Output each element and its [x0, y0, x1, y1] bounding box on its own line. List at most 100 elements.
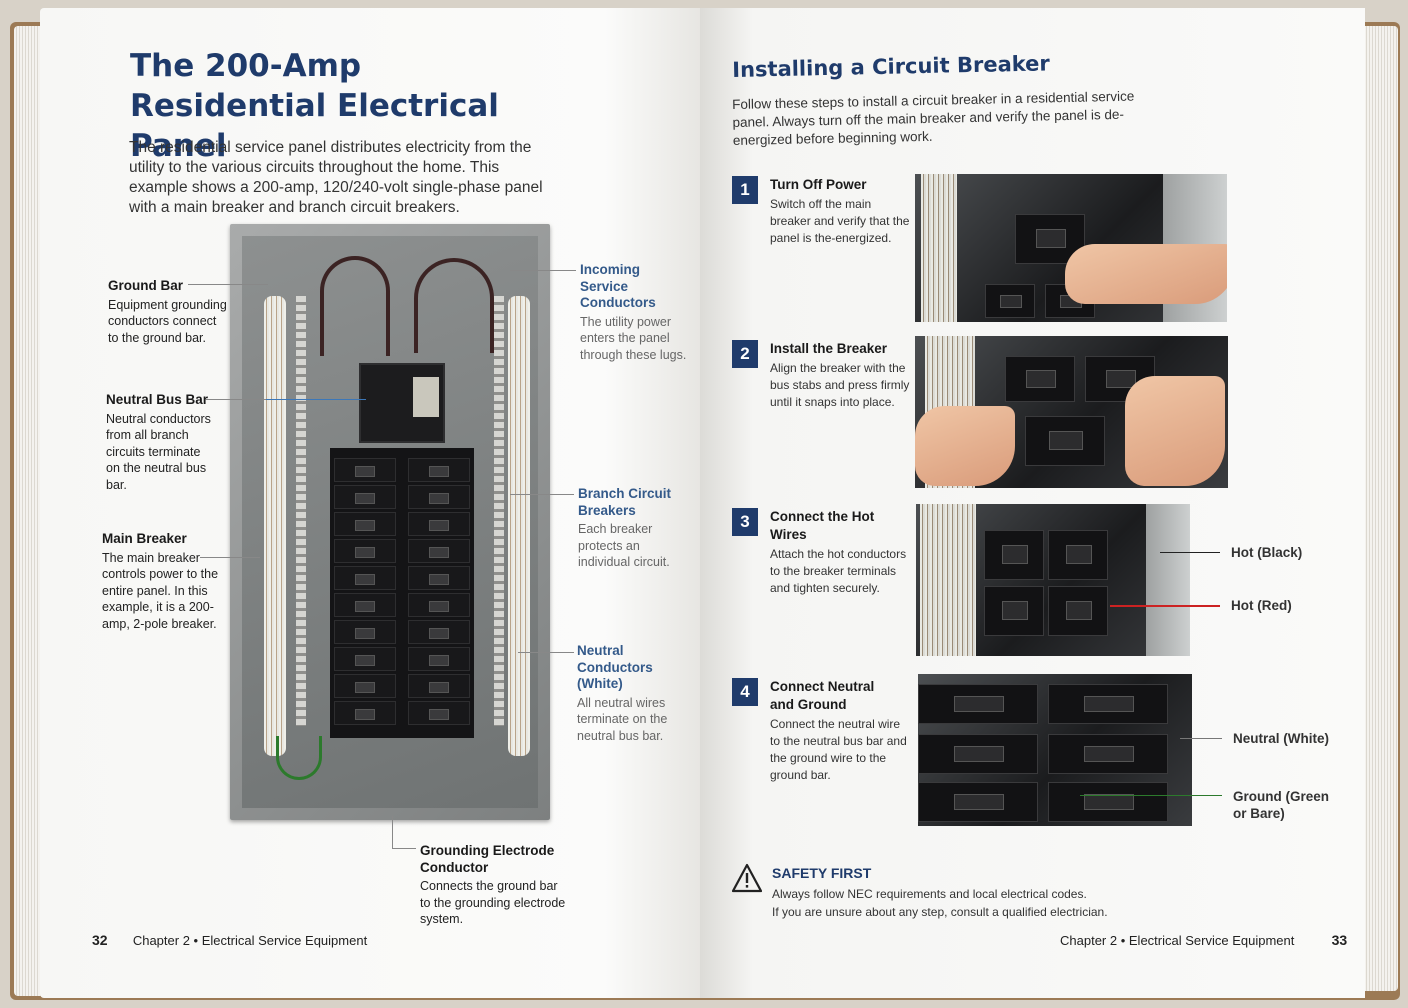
callout-heading: Neutral Bus Bar — [106, 392, 209, 407]
step-body: Connect the neutral wire to the neutral … — [770, 717, 907, 782]
callout-body: Equipment grounding conductors connect t… — [108, 297, 227, 345]
left-page: The 200-Amp Residential Electrical Panel… — [40, 8, 705, 998]
leader-line — [518, 652, 574, 653]
leader-line — [188, 284, 268, 285]
step-body: Align the breaker with the bus stabs and… — [770, 361, 910, 409]
branch-breaker — [334, 674, 396, 698]
leader-line — [510, 494, 574, 495]
callout-body: Connects the ground bar to the grounding… — [420, 879, 566, 926]
branch-breaker — [334, 485, 396, 509]
right-page: Installing a Circuit Breaker Follow thes… — [700, 8, 1365, 998]
service-conductor-right — [414, 258, 494, 353]
branch-breaker — [408, 458, 470, 482]
label-ground: Ground (Green or Bare) — [1233, 789, 1330, 821]
callout-heading: Branch Circuit Breakers — [578, 486, 672, 518]
callout-neutral-conductors: Neutral Conductors (White) All neutral w… — [577, 643, 687, 744]
step-number: 1 — [732, 176, 758, 204]
step-number: 3 — [732, 508, 758, 536]
ground-wire — [276, 736, 322, 780]
electrical-panel-illustration — [230, 224, 550, 820]
page-title: The 200-Amp Residential Electrical Panel — [130, 48, 499, 164]
callout-heading: Main Breaker — [102, 531, 187, 546]
footer-bullet: • — [1120, 933, 1129, 948]
service-conductor-left — [320, 256, 390, 356]
step-4: 4 Connect Neutral and Ground Connect the… — [732, 678, 912, 784]
footer-bullet: • — [193, 933, 202, 948]
photo-breaker — [1048, 530, 1108, 580]
page-number: 32 — [92, 932, 108, 948]
callout-branch-breakers: Branch Circuit Breakers Each breaker pro… — [578, 486, 678, 571]
photo-breaker — [1048, 782, 1168, 822]
safety-line-2: If you are unsure about any step, consul… — [772, 905, 1108, 919]
photo-install-breaker — [915, 336, 1228, 488]
step-body: Attach the hot conductors to the breaker… — [770, 547, 907, 595]
section-title: Installing a Circuit Breaker — [732, 51, 1050, 82]
photo-breaker — [1025, 416, 1105, 466]
warning-triangle-icon — [732, 863, 762, 893]
leader-line — [266, 399, 366, 400]
photo-hand-left — [915, 406, 1015, 486]
branch-breaker — [408, 512, 470, 536]
branch-breaker — [334, 539, 396, 563]
callout-body: The utility power enters the panel throu… — [580, 314, 687, 362]
footer-chapter: Chapter 2 — [1060, 933, 1118, 948]
branch-breaker — [334, 593, 396, 617]
photo-breaker — [1048, 586, 1108, 636]
safety-heading: SAFETY FIRST — [772, 865, 872, 881]
step-heading: Connect Neutral and Ground — [770, 679, 875, 712]
callout-grounding-electrode: Grounding Electrode Conductor Connects t… — [420, 843, 570, 928]
step-number: 4 — [732, 678, 758, 706]
branch-breaker — [408, 566, 470, 590]
photo-connect-hot-wires — [916, 504, 1190, 656]
panel-interior — [242, 236, 538, 808]
callout-incoming-conductors: Incoming Service Conductors The utility … — [580, 262, 690, 363]
step-2: 2 Install the Breaker Align the breaker … — [732, 340, 912, 411]
page-number: 33 — [1331, 932, 1348, 948]
branch-breaker — [334, 620, 396, 644]
photo-turn-off-power — [915, 174, 1227, 322]
branch-breaker — [334, 566, 396, 590]
breaker-column-right — [408, 458, 470, 726]
footer-chapter: Chapter 2 — [132, 933, 190, 948]
leader-line — [392, 816, 393, 848]
branch-breaker — [408, 647, 470, 671]
main-breaker — [359, 363, 445, 443]
label-neutral-white: Neutral (White) — [1233, 731, 1329, 746]
safety-body: Always follow NEC requirements and local… — [772, 885, 1112, 921]
branch-breaker — [408, 701, 470, 725]
label-hot-black: Hot (Black) — [1231, 545, 1303, 560]
callout-heading: Ground Bar — [108, 278, 184, 293]
page-footer: 32 Chapter 2 • Electrical Service Equipm… — [92, 932, 367, 948]
callout-heading: Grounding Electrode Conductor — [420, 843, 555, 875]
branch-breaker — [334, 458, 396, 482]
neutral-leader — [1180, 738, 1222, 739]
photo-hand-right — [1125, 376, 1225, 486]
safety-line-1: Always follow NEC requirements and local… — [772, 887, 1087, 901]
branch-breaker — [408, 485, 470, 509]
hot-red-leader — [1110, 605, 1220, 607]
photo-breaker — [918, 782, 1038, 822]
wire-bundle-right — [508, 296, 530, 756]
callout-body: Neutral conductors from all branch circu… — [106, 411, 211, 492]
photo-breaker — [918, 734, 1038, 774]
leader-line — [206, 399, 266, 400]
photo-panel-edge — [1146, 504, 1190, 656]
hot-black-leader — [1160, 552, 1220, 553]
leader-line — [200, 557, 260, 558]
step-body: Switch off the main breaker and verify t… — [770, 197, 910, 245]
photo-breaker — [1005, 356, 1075, 402]
step-heading: Connect the Hot Wires — [770, 509, 875, 542]
branch-breaker — [408, 620, 470, 644]
photo-breaker — [1048, 684, 1168, 724]
branch-breaker — [334, 647, 396, 671]
leader-line — [392, 848, 416, 849]
photo-connect-neutral-ground — [918, 674, 1192, 826]
intro-paragraph: The residential service panel distribute… — [129, 139, 543, 216]
step-heading: Turn Off Power — [770, 177, 867, 192]
step-number: 2 — [732, 340, 758, 368]
photo-hand — [1065, 244, 1227, 304]
footer-section: Electrical Service Equipment — [1128, 933, 1295, 948]
step-1: 1 Turn Off Power Switch off the main bre… — [732, 176, 912, 247]
callout-main-breaker: Main Breaker The main breaker controls p… — [102, 531, 222, 632]
callout-body: Each breaker protects an individual circ… — [578, 522, 670, 569]
